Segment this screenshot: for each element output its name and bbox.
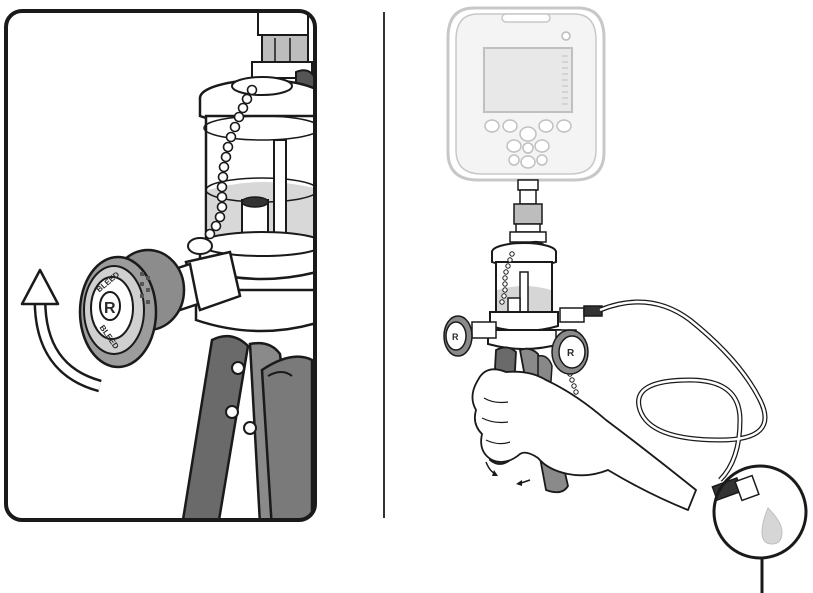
knob-logo: R: [104, 300, 116, 317]
left-valve-knob: R: [443, 315, 497, 357]
rotate-counterclockwise-arrow-icon: [20, 268, 102, 393]
right-main-panel: R R: [443, 6, 808, 593]
pump-reservoir: [487, 242, 579, 395]
gauge-keypad: [484, 119, 572, 169]
power-icon: [561, 31, 571, 41]
bead-chain: [204, 84, 258, 240]
magnifier-callout-icon: [712, 464, 808, 593]
drop-icon: [761, 507, 783, 545]
detail-frame: [4, 9, 317, 522]
right-valve-knob: R: [551, 329, 589, 375]
bleed-knob: R BLEED BLEED: [78, 248, 186, 369]
left-detail-panel: R BLEED BLEED: [4, 9, 317, 522]
right-knob-logo: R: [567, 348, 575, 359]
pump-handles: [180, 334, 314, 520]
pressure-hose: [599, 299, 768, 482]
pressure-calibrator: [446, 6, 606, 182]
hand-illustration: [471, 368, 698, 512]
gauge-screen: [483, 47, 573, 113]
left-knob-logo: R: [452, 332, 459, 342]
outlet-port: [559, 305, 603, 323]
